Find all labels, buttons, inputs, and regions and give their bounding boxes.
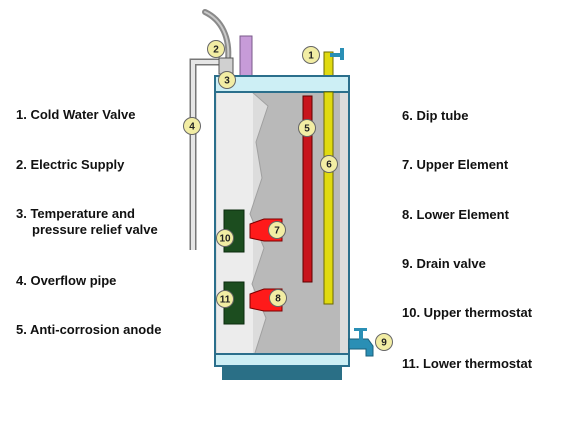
svg-text:4: 4 [189, 122, 195, 133]
legend-item-relief-valve-line1: 3. Temperature and [16, 206, 135, 221]
legend-item-cold-water-valve: 1. Cold Water Valve [16, 107, 136, 122]
svg-text:1: 1 [308, 51, 314, 62]
marker-5: 5 [298, 119, 316, 137]
marker-11: 11 [216, 290, 234, 308]
legend-item-anode: 5. Anti-corrosion anode [16, 322, 162, 337]
cold-water-valve [330, 53, 342, 57]
marker-2: 2 [207, 40, 225, 58]
marker-3: 3 [218, 71, 236, 89]
marker-9: 9 [375, 333, 393, 351]
marker-10: 10 [216, 229, 234, 247]
svg-text:6: 6 [326, 160, 332, 171]
tank-top-cap [214, 75, 350, 93]
marker-8: 8 [269, 289, 287, 307]
legend-item-relief-valve: 3. Temperature and pressure relief valve [16, 206, 196, 237]
svg-text:5: 5 [304, 124, 310, 135]
legend-item-drain-valve: 9. Drain valve [402, 256, 486, 271]
marker-4: 4 [183, 117, 201, 135]
flue-pipe [239, 35, 253, 79]
svg-text:8: 8 [275, 294, 281, 305]
legend-item-dip-tube: 6. Dip tube [402, 108, 469, 123]
legend-item-overflow-pipe: 4. Overflow pipe [16, 273, 117, 288]
svg-text:3: 3 [224, 76, 230, 87]
legend-item-relief-valve-line2: pressure relief valve [32, 222, 158, 237]
marker-1: 1 [302, 46, 320, 64]
dip-tube [323, 91, 334, 305]
svg-text:2: 2 [213, 45, 219, 56]
legend-item-upper-thermostat: 10. Upper thermostat [402, 305, 533, 320]
legend-right: 6. Dip tube 7. Upper Element 8. Lower El… [402, 0, 572, 371]
legend-item-lower-thermostat: 11. Lower thermostat [402, 356, 533, 371]
svg-text:9: 9 [381, 338, 387, 349]
svg-text:11: 11 [220, 295, 231, 306]
svg-text:10: 10 [219, 234, 231, 245]
legend-item-electric-supply: 2. Electric Supply [16, 157, 125, 172]
svg-text:7: 7 [274, 226, 280, 237]
legend-left: 1. Cold Water Valve 2. Electric Supply 3… [16, 0, 196, 337]
marker-7: 7 [268, 221, 286, 239]
legend-item-upper-element: 7. Upper Element [402, 157, 509, 172]
tank-base [222, 366, 342, 380]
marker-6: 6 [320, 155, 338, 173]
tank-bottom-cap [214, 353, 350, 367]
legend-item-lower-element: 8. Lower Element [402, 207, 509, 222]
anode-rod [302, 95, 313, 283]
drain-valve [348, 338, 374, 357]
